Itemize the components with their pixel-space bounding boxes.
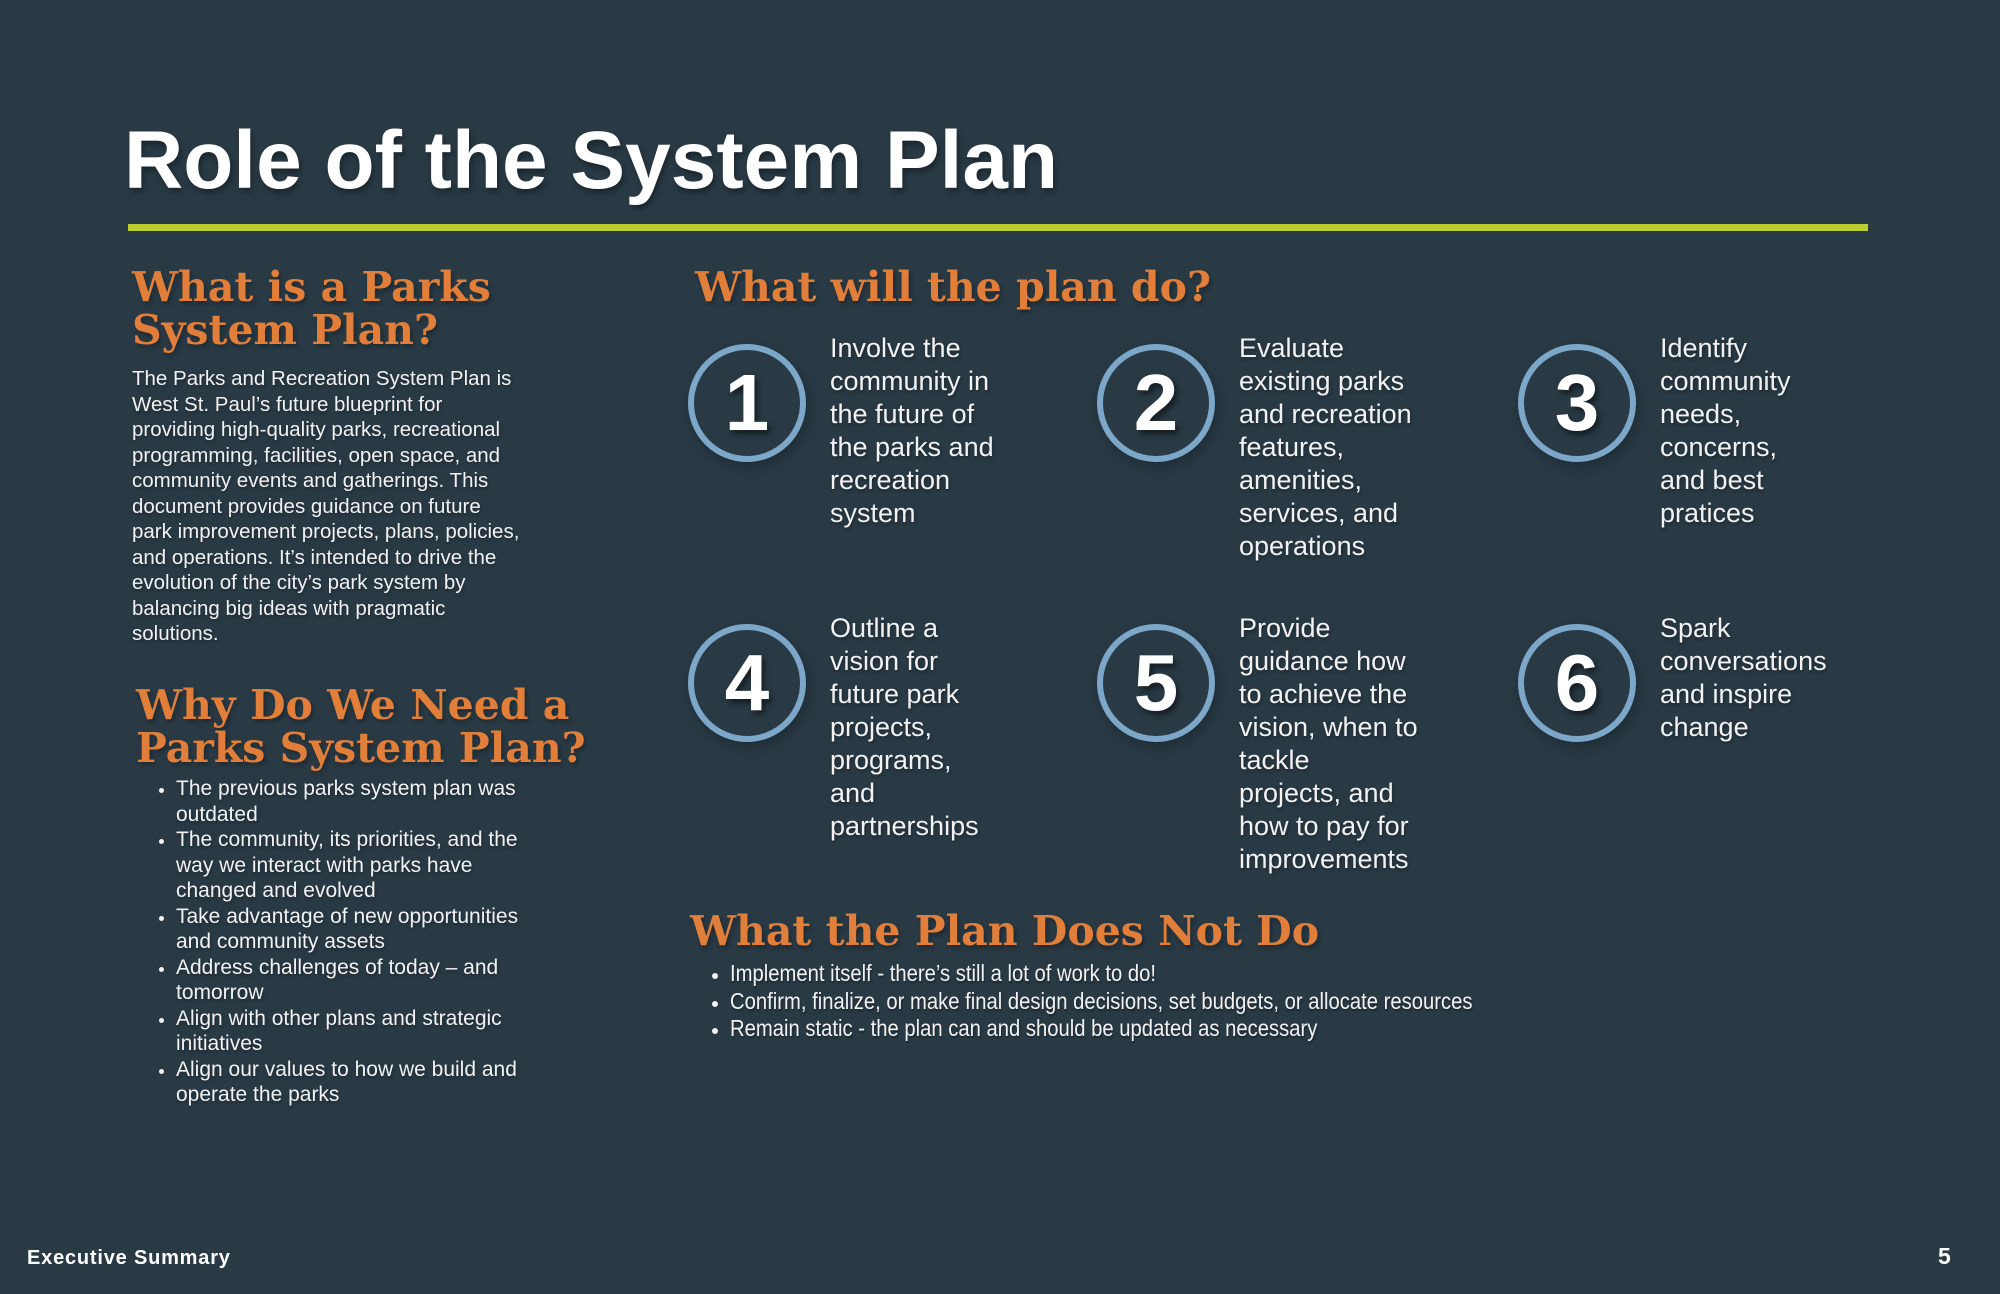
why-need-bullet-list: The previous parks system plan was outda… [132, 776, 681, 1108]
list-item: Take advantage of new opportunities and … [176, 904, 681, 955]
plan-item-text: Identify community needs, concerns, and … [1660, 333, 1791, 528]
plan-item-2: 2 Evaluate existing parks and recreation… [1097, 332, 1529, 563]
number-circle-3: 3 [1518, 344, 1636, 462]
circle-number: 2 [1133, 358, 1179, 447]
plan-item-text: Evaluate existing parks and recreation f… [1239, 333, 1412, 561]
number-circle-6: 6 [1518, 624, 1636, 742]
circle-number: 6 [1554, 638, 1600, 727]
plan-item-text: Provide guidance how to achieve the visi… [1239, 613, 1418, 874]
circle-number: 4 [724, 638, 770, 727]
plan-item-text: Spark conversations and inspire change [1660, 613, 1827, 742]
number-circle-5: 5 [1097, 624, 1215, 742]
list-item: Remain static - the plan can and should … [730, 1015, 1574, 1043]
plan-item-6: 6 Spark conversations and inspire change [1518, 612, 1950, 744]
title-underline [128, 224, 1868, 231]
why-need-heading: Why Do We Need a Parks System Plan? [136, 681, 586, 773]
plan-item-text: Outline a vision for future park project… [830, 613, 979, 841]
page-title: Role of the System Plan [124, 115, 1059, 206]
list-item: Confirm, finalize, or make final design … [730, 988, 1574, 1016]
plan-item-4: 4 Outline a vision for future park proje… [688, 612, 1120, 843]
circle-number: 3 [1554, 358, 1600, 447]
plan-item-1: 1 Involve the community in the future of… [688, 332, 1120, 530]
list-item: The community, its priorities, and the w… [176, 827, 681, 904]
page-number: 5 [1938, 1243, 1951, 1269]
footer-section-label: Executive Summary [27, 1247, 231, 1269]
list-item: The previous parks system plan was outda… [176, 776, 681, 827]
what-is-heading: What is a Parks System Plan? [132, 263, 491, 355]
number-circle-4: 4 [688, 624, 806, 742]
circle-number: 5 [1133, 638, 1179, 727]
plan-item-5: 5 Provide guidance how to achieve the vi… [1097, 612, 1529, 876]
circle-number: 1 [724, 358, 770, 447]
plan-not-do-heading: What the Plan Does Not Do [690, 907, 1320, 955]
list-item: Align our values to how we build and ope… [176, 1057, 681, 1108]
plan-item-3: 3 Identify community needs, concerns, an… [1518, 332, 1950, 530]
number-circle-1: 1 [688, 344, 806, 462]
number-circle-2: 2 [1097, 344, 1215, 462]
plan-not-do-bullet-list: Implement itself - there’s still a lot o… [700, 960, 1574, 1043]
list-item: Implement itself - there’s still a lot o… [730, 960, 1574, 988]
what-is-body: The Parks and Recreation System Plan is … [132, 367, 520, 646]
plan-item-text: Involve the community in the future of t… [830, 333, 994, 528]
list-item: Address challenges of today – and tomorr… [176, 955, 681, 1006]
plan-do-heading: What will the plan do? [695, 263, 1211, 311]
list-item: Align with other plans and strategic ini… [176, 1006, 681, 1057]
